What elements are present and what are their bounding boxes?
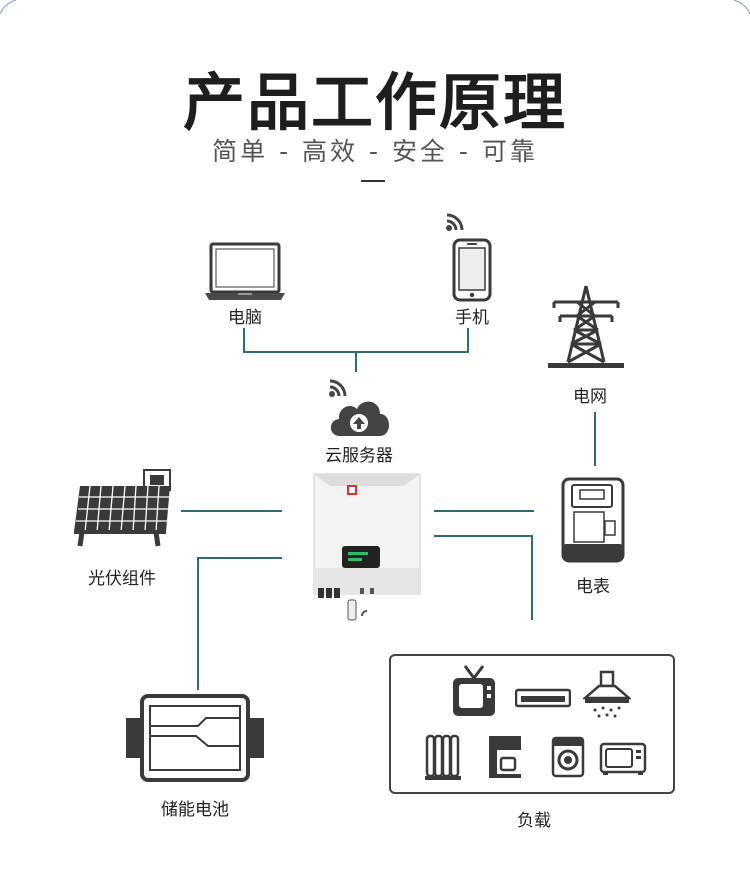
inverter-logo-icon <box>347 485 357 495</box>
line-computer-phone <box>243 328 469 353</box>
computer-label: 电脑 <box>228 308 262 328</box>
solar-label: 光伏组件 <box>88 569 156 589</box>
range-hood-icon <box>583 670 631 718</box>
corner-decoration-right <box>733 0 750 15</box>
electric-meter-icon <box>561 477 625 563</box>
wifi-dongle-icon <box>347 599 357 621</box>
line-inverter-load <box>434 535 533 620</box>
title-divider <box>361 180 385 182</box>
power-tower-icon <box>548 285 624 368</box>
inverter-icon <box>313 473 421 621</box>
laptop-icon <box>205 242 285 300</box>
phone-icon <box>452 238 492 302</box>
corner-decoration-left <box>0 0 17 15</box>
meter-label: 电表 <box>576 577 610 597</box>
grid-label: 电网 <box>573 387 607 407</box>
load-box <box>389 654 675 794</box>
solar-panel-icon <box>74 469 171 547</box>
battery-icon <box>126 694 264 782</box>
cloud-wifi-icon <box>329 379 347 397</box>
inverter-device <box>300 468 434 652</box>
tv-icon <box>453 665 495 716</box>
page-title: 产品工作原理 <box>182 66 567 139</box>
phone-label: 手机 <box>455 308 489 328</box>
inverter-display <box>342 546 380 568</box>
line-inverter-battery <box>197 557 282 690</box>
washing-machine-icon <box>551 736 585 778</box>
cloud-label: 云服务器 <box>325 446 393 466</box>
page-subtitle: 简单 - 高效 - 安全 - 可靠 <box>212 137 538 166</box>
air-conditioner-icon <box>515 688 571 708</box>
coffee-machine-icon <box>489 736 521 778</box>
wifi-icon <box>446 213 464 231</box>
cloud-upload-icon <box>330 401 389 436</box>
heater-icon <box>425 734 461 780</box>
microwave-icon <box>599 742 647 775</box>
load-label: 负载 <box>517 811 551 831</box>
battery-label: 储能电池 <box>161 800 229 820</box>
